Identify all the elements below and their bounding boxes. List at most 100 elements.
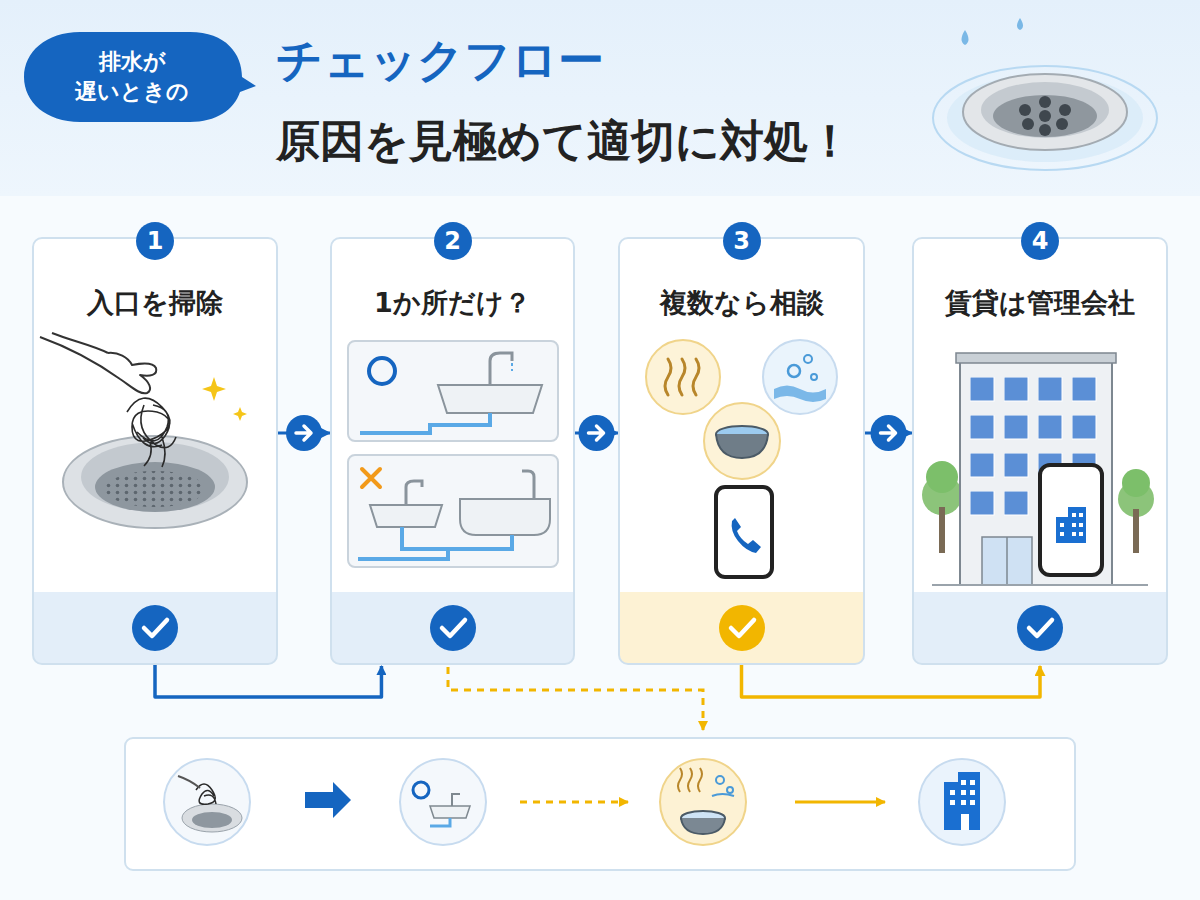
arrow-glyph xyxy=(881,426,896,440)
bubble-text: 排水が 遅いときの xyxy=(57,47,207,106)
card-illustration-part xyxy=(811,374,817,380)
card-title: 入口を掃除 xyxy=(34,285,276,321)
step-number: 2 xyxy=(434,222,472,260)
header-drain-part xyxy=(981,82,1109,138)
card-illustration-part xyxy=(490,353,512,385)
header-drain-part xyxy=(1059,104,1071,116)
card-illustration-part xyxy=(144,620,167,636)
card-illustration-part xyxy=(1060,523,1064,527)
dashed-leader xyxy=(448,667,703,730)
card-illustration-part xyxy=(956,353,1116,363)
summary-panel-part xyxy=(950,790,955,795)
card-illustration-part xyxy=(430,605,476,651)
summary-panel xyxy=(125,738,1075,870)
summary-panel-part xyxy=(970,790,975,795)
card-illustration-part xyxy=(774,386,826,403)
card-illustration-part xyxy=(716,487,772,577)
card-illustration-part xyxy=(442,620,465,636)
summary-panel-part xyxy=(452,794,460,806)
step-card: 複数なら相談3 xyxy=(618,237,865,665)
card-illustration-part xyxy=(132,605,178,651)
card-illustration-part xyxy=(732,518,761,553)
subtitle-text: 原因を見極めて適切に対処！ xyxy=(276,112,852,171)
card-illustration-part xyxy=(1122,469,1150,497)
header-drain-part xyxy=(1039,96,1051,108)
card-illustration-part xyxy=(1006,537,1008,585)
summary-panel-part xyxy=(681,818,725,834)
card-illustration-part xyxy=(202,377,226,401)
summary-panel-part xyxy=(961,790,966,795)
arrow-badge xyxy=(286,415,322,451)
summary-panel-part xyxy=(716,776,724,784)
flow-connector xyxy=(278,415,330,451)
arrow-badge xyxy=(579,415,615,451)
card-illustration-part xyxy=(1040,465,1102,575)
card-illustration-part xyxy=(127,398,176,467)
title-text: チェックフロー xyxy=(276,30,604,92)
card-illustration-part xyxy=(1056,507,1086,543)
card-illustration-part xyxy=(1079,523,1083,527)
header-drain xyxy=(933,18,1157,170)
card-illustration-part xyxy=(370,505,442,527)
card-illustration-part xyxy=(960,359,1112,585)
card-title: 複数なら相談 xyxy=(620,285,863,321)
card-illustration-part xyxy=(360,413,490,433)
card-title: 賃貸は管理会社 xyxy=(914,285,1166,321)
summary-panel-part xyxy=(970,780,975,785)
card-illustration-part xyxy=(233,407,247,421)
card-illustration-part xyxy=(719,605,765,651)
summary-panel-part xyxy=(944,772,980,830)
header-drain-part xyxy=(947,74,1143,162)
summary-panel-part xyxy=(678,768,702,792)
flow-connector xyxy=(865,415,912,451)
card-illustration-part xyxy=(788,365,800,377)
summary-panel-part xyxy=(430,818,450,826)
summary-panel-part xyxy=(660,759,746,845)
card-illustration-part xyxy=(1072,513,1076,517)
step-card: 1か所だけ？2 xyxy=(330,237,575,665)
header-drain-part xyxy=(933,66,1157,170)
connector-line xyxy=(742,665,1041,697)
number-label: 1 xyxy=(147,227,164,255)
card-illustration-part xyxy=(1029,620,1052,636)
card-illustration-part xyxy=(95,462,215,512)
number-label: 2 xyxy=(444,227,461,255)
arrow-glyph xyxy=(296,426,311,440)
card-illustration-part xyxy=(369,358,395,384)
header-band-part xyxy=(0,0,1200,196)
header-drain-part xyxy=(1039,110,1051,122)
card-illustration-part xyxy=(804,355,812,363)
header-band xyxy=(0,0,1200,196)
summary-panel-part xyxy=(182,804,242,832)
card-illustration-part xyxy=(105,471,205,507)
card-illustration-part xyxy=(348,455,558,567)
connector-line xyxy=(155,665,381,697)
card-illustration-part xyxy=(763,340,837,414)
summary-panel-part xyxy=(178,776,200,788)
summary-panel-part xyxy=(950,800,955,805)
card-illustration-part xyxy=(704,403,780,479)
flow-connector xyxy=(155,665,381,697)
dashed-leader-part xyxy=(448,667,703,730)
card-illustration-part xyxy=(731,620,754,636)
speech-bubble: 排水が 遅いときの xyxy=(20,28,258,126)
summary-panel-part xyxy=(919,759,1005,845)
summary-panel-part xyxy=(961,780,966,785)
card-illustration-part xyxy=(460,499,550,535)
summary-panel-part xyxy=(520,801,628,804)
header-drain-part xyxy=(1019,104,1031,116)
step-card: 入口を掃除1 xyxy=(32,237,278,665)
summary-panel-part xyxy=(970,800,975,805)
summary-panel-part xyxy=(400,759,486,845)
card-illustration-part xyxy=(1133,509,1139,553)
step-number: 1 xyxy=(136,222,174,260)
card-illustration-part xyxy=(926,461,958,493)
summary-panel-part xyxy=(164,759,250,845)
summary-panel-part xyxy=(961,800,966,805)
card-title: 1か所だけ？ xyxy=(332,285,573,321)
header-drain-part xyxy=(1056,118,1068,130)
summary-panel-part xyxy=(192,812,232,828)
card-illustration-part xyxy=(1072,532,1076,536)
step-number: 3 xyxy=(723,222,761,260)
summary-panel-part xyxy=(712,794,734,796)
